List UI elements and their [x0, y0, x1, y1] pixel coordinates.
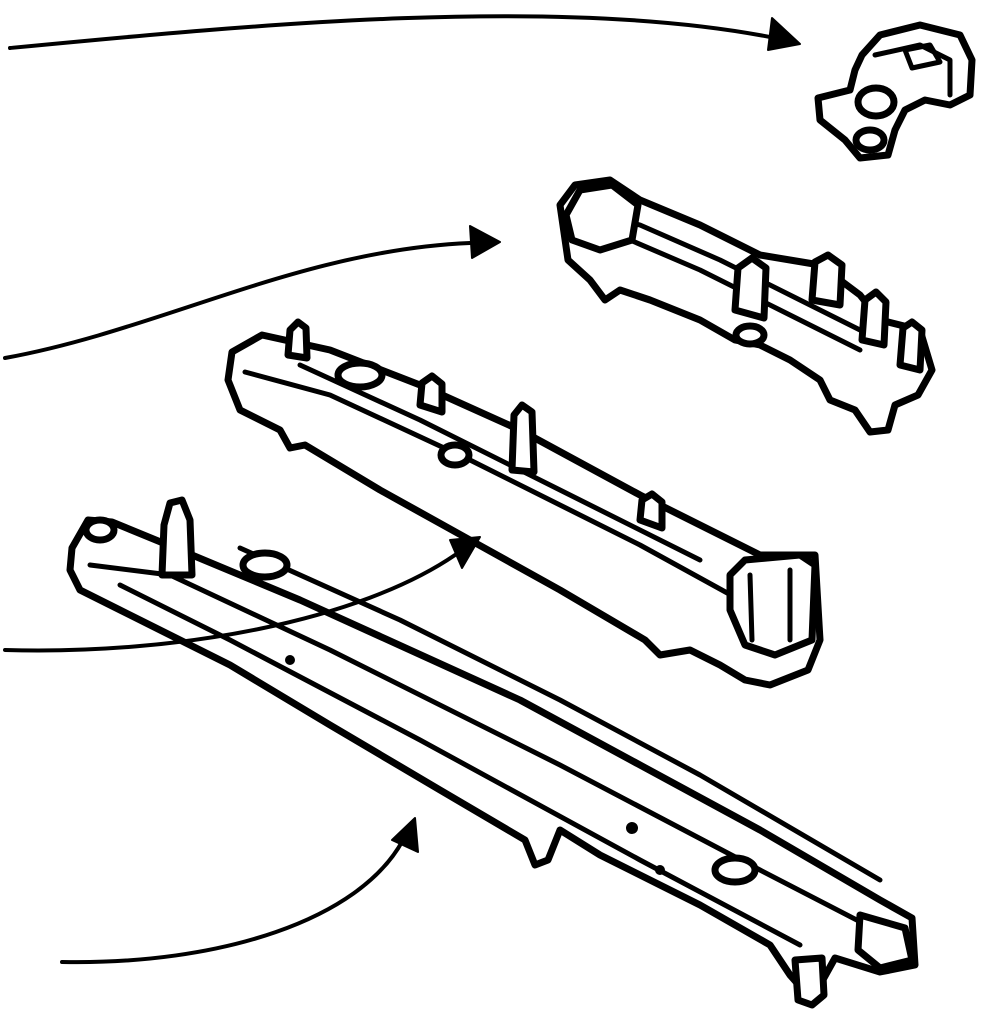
short-carrier [556, 176, 936, 436]
arrowhead-icon [449, 536, 481, 569]
medium-rail-channel [297, 362, 703, 563]
latch-block-pin [852, 126, 888, 154]
long-rail-boss-left [82, 516, 118, 544]
short-carrier-post-right [858, 288, 890, 349]
long-base-rail [66, 496, 919, 1009]
long-rail-inner-slot [117, 582, 803, 948]
long-rail-hole [285, 655, 295, 665]
short-carrier-post-left-base [732, 322, 768, 348]
long-rail-channel [237, 545, 883, 883]
leader-line [3, 553, 457, 653]
callout-arrow-1 [8, 14, 801, 51]
short-carrier-rounded-end [562, 181, 642, 254]
latch-block-knob [854, 84, 898, 120]
medium-rail-boss [437, 441, 473, 469]
latch-block-notch [902, 42, 943, 71]
medium-rail-boss [334, 359, 386, 391]
medium-rail-post-right [636, 490, 666, 532]
callout-arrow-4 [60, 817, 419, 965]
latch-block-body [814, 21, 976, 162]
arrowhead-icon [767, 17, 801, 51]
long-rail-hole [626, 822, 638, 834]
callout-arrow-2 [3, 225, 501, 360]
arrowhead-icon [391, 817, 419, 853]
latch-block [814, 21, 976, 162]
long-rail-hole [655, 865, 665, 875]
long-rail-boss-right [711, 854, 759, 886]
leader-line [60, 838, 405, 965]
medium-rail-end-face [747, 567, 793, 643]
short-carrier-post-left [731, 254, 770, 322]
medium-rail-post-mid [508, 401, 538, 476]
long-rail-end-block [854, 911, 916, 972]
medium-rail-end-block [726, 551, 819, 659]
long-rail-boss-mid [239, 549, 291, 581]
short-carrier-post-end [896, 318, 926, 374]
medium-rail-post-mid-left [416, 372, 446, 416]
short-carrier-post-mid [808, 251, 846, 309]
long-rail-foot [791, 954, 828, 1009]
long-rail-post [158, 496, 196, 579]
leader-line [8, 14, 777, 50]
arrowhead-icon [469, 225, 501, 259]
medium-rail-post-left [284, 318, 311, 362]
long-rail-body [66, 516, 919, 996]
long-rail-top-edge [87, 562, 908, 948]
leader-line [3, 241, 472, 360]
callout-arrow-3 [3, 536, 481, 653]
medium-rail [224, 318, 824, 689]
